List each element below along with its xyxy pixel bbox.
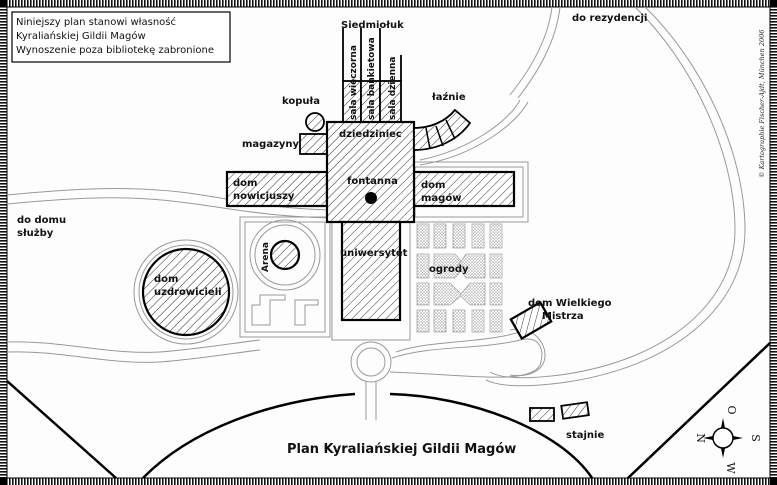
label-dom-uzdrowicieli-1: dom xyxy=(154,274,178,285)
label-sala-wieczorna: sala wieczorna xyxy=(349,45,359,120)
notice-line-2: Kyraliańskiej Gildii Magów xyxy=(16,30,146,42)
label-do-domu-sluzby-1: do domu xyxy=(17,215,66,226)
label-magazyny: magazyny xyxy=(242,139,300,150)
gardens xyxy=(416,223,503,333)
boundary-lines xyxy=(6,342,771,479)
dom-wielkiego-mistrza-building xyxy=(509,300,553,340)
label-dom-nowicjuszy-2: nowicjuszy xyxy=(233,191,295,202)
label-ogrody: ogrody xyxy=(429,264,469,275)
roads xyxy=(6,6,746,420)
compass-circle xyxy=(712,427,734,449)
notice-line-1: Niniejszy plan stanowi własność xyxy=(16,16,176,28)
label-fontanna: fontanna xyxy=(347,176,398,187)
dom-magow-building xyxy=(412,170,516,208)
compass-right-letter: S xyxy=(749,434,762,442)
label-kopula: kopuła xyxy=(282,96,320,107)
label-dom-wielkiego-mistrza-1: dom Wielkiego xyxy=(528,298,612,309)
compass-rose: O S W N xyxy=(694,405,762,474)
stajnie-building-1 xyxy=(529,407,555,422)
compass-top-letter: O xyxy=(725,405,738,414)
label-sala-dzienna: sala dzienna xyxy=(388,57,398,120)
label-arena: Arena xyxy=(261,242,271,272)
dom-uzdrowicieli-building xyxy=(141,247,231,337)
map-labels: Siedmiołuk sala wieczorna sala bankietow… xyxy=(17,13,766,457)
label-dom-magow-1: dom xyxy=(421,180,445,191)
label-dom-uzdrowicieli-2: uzdrowicieli xyxy=(154,287,222,298)
label-dziedziniec: dziedziniec xyxy=(339,129,402,140)
kopula-building xyxy=(305,112,325,132)
label-stajnie: stajnie xyxy=(566,430,604,441)
label-do-rezydencji: do rezydencji xyxy=(572,13,647,24)
label-uniwersytet: uniwersytet xyxy=(340,248,408,259)
compass-left-letter: N xyxy=(694,433,707,443)
dom-nowicjuszy-building xyxy=(225,170,329,208)
label-laznie: łaźnie xyxy=(431,91,466,103)
magazyny-building xyxy=(299,133,329,155)
notice-line-3: Wynoszenie poza bibliotekę zabronione xyxy=(16,45,214,56)
stajnie-building-2 xyxy=(560,401,590,420)
label-dom-magow-2: magów xyxy=(421,192,461,204)
label-dom-wielkiego-mistrza-2: Mistrza xyxy=(542,311,584,322)
compass-bottom-letter: W xyxy=(724,462,737,474)
label-do-domu-sluzby-2: służby xyxy=(17,228,54,239)
copyright-text: © Kartographie Fischer-Ajdt, München 200… xyxy=(758,30,766,178)
uniwersytet-building xyxy=(340,220,402,322)
map-title: Plan Kyraliańskiej Gildii Magów xyxy=(287,442,516,457)
buildings xyxy=(141,28,590,422)
arena-building xyxy=(269,239,301,271)
label-dom-nowicjuszy-1: dom xyxy=(233,178,257,189)
label-siedmioluk: Siedmiołuk xyxy=(341,20,404,31)
fountain-marker xyxy=(365,192,377,204)
label-sala-bankietowa: sala bankietowa xyxy=(367,37,377,120)
ownership-notice: Niniejszy plan stanowi własność Kyraliań… xyxy=(11,11,231,63)
dziedziniec-building xyxy=(325,120,416,224)
